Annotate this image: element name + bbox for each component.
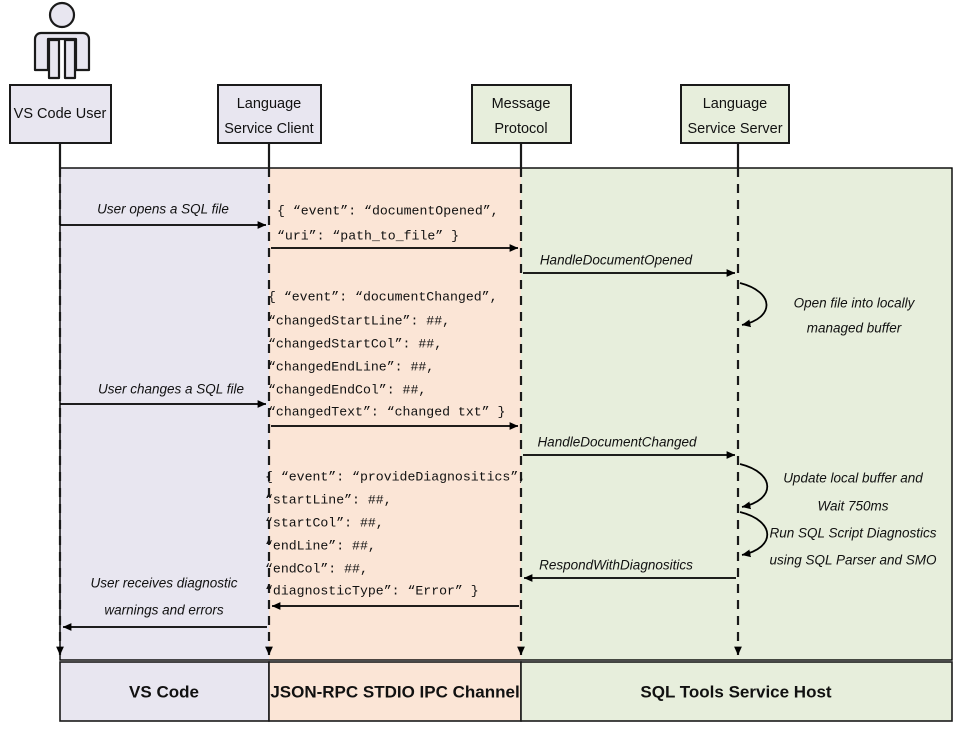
label-handle-document-changed: HandleDocumentChanged — [537, 435, 697, 450]
participant-box-vs-code-user[interactable] — [9, 84, 112, 144]
participant-label-message-protocol-line1: Message — [492, 96, 551, 112]
payload-document-opened-line-1: { “event”: “documentOpened”, — [277, 203, 499, 218]
payload-provide-diagnostics-line-5: “endCol”: ##, — [265, 561, 368, 576]
label-user-opens-sql-file: User opens a SQL file — [97, 202, 229, 217]
note-open-file-line1: Open file into locally — [794, 296, 916, 311]
participant-box-language-service-client[interactable] — [217, 84, 322, 144]
footer-cell-sql-tools-service-host[interactable] — [520, 661, 953, 722]
participant-label-vs-code-user: VS Code User — [14, 106, 107, 122]
footer-bar: VS Code JSON-RPC STDIO IPC Channel SQL T… — [59, 661, 953, 722]
selfloop-run-sql-diagnostics — [739, 511, 769, 558]
participant-label-message-protocol-line2: Protocol — [494, 121, 547, 137]
participant-box-message-protocol[interactable] — [471, 84, 572, 144]
note-open-file-line2: managed buffer — [807, 321, 902, 336]
participant-box-language-service-server[interactable] — [680, 84, 790, 144]
payload-provide-diagnostics-line-2: “startLine”: ##, — [265, 492, 392, 507]
band-ipc-channel — [269, 168, 521, 660]
label-respond-with-diagnostics: RespondWithDiagnositics — [539, 558, 693, 573]
footer-label-vs-code: VS Code — [129, 682, 199, 701]
participant-boxes: VS Code User Language Service Client Mes… — [9, 84, 790, 144]
payload-document-changed-line-6: “changedText”: “changed txt” } — [268, 404, 505, 419]
note-run-diagnostics-line2: using SQL Parser and SMO — [769, 553, 937, 568]
footer-label-sql-tools-service-host: SQL Tools Service Host — [640, 682, 831, 701]
band-vs-code — [60, 168, 269, 660]
footer-label-json-rpc-stdio-ipc-channel: JSON-RPC STDIO IPC Channel — [270, 682, 519, 701]
participant-label-language-service-server-line2: Service Server — [687, 121, 782, 137]
participant-label-language-service-client-line2: Service Client — [224, 121, 313, 137]
participant-label-language-service-client-line1: Language — [237, 96, 302, 112]
payload-document-changed-line-4: “changedEndLine”: ##, — [268, 359, 434, 374]
note-update-buffer-line2: Wait 750ms — [817, 499, 888, 514]
message-arrows: User opens a SQL file { “event”: “docume… — [60, 202, 937, 631]
payload-provide-diagnostics-line-3: “startCol”: ##, — [265, 515, 384, 530]
payload-document-changed-line-2: “changedStartLine”: ##, — [268, 313, 450, 328]
activation-bands — [59, 167, 953, 661]
selfloop-update-buffer-wait — [739, 463, 769, 510]
label-user-receives-line2: warnings and errors — [104, 603, 224, 618]
label-handle-document-opened: HandleDocumentOpened — [540, 253, 693, 268]
payload-provide-diagnostics-line-6: “diagnosticType”: “Error” } — [265, 583, 479, 598]
payload-document-changed-line-1: { “event”: “documentChanged”, — [268, 289, 498, 304]
payload-document-changed-line-3: “changedStartCol”: ##, — [268, 336, 442, 351]
band-service-host — [521, 168, 952, 660]
vs-code-user-actor — [33, 1, 91, 80]
footer-cell-vs-code[interactable] — [59, 661, 270, 722]
participant-label-language-service-server-line1: Language — [703, 96, 768, 112]
note-run-diagnostics-line1: Run SQL Script Diagnostics — [769, 526, 936, 541]
payload-document-opened-line-2: “uri”: “path_to_file” } — [277, 228, 459, 243]
payload-provide-diagnostics-line-1: { “event”: “provideDiagnositics”, — [265, 469, 526, 484]
note-update-buffer-line1: Update local buffer and — [783, 471, 923, 486]
payload-document-changed-line-5: “changedEndCol”: ##, — [268, 382, 426, 397]
lifelines — [56, 143, 742, 656]
label-user-receives-line1: User receives diagnostic — [90, 576, 237, 591]
selfloop-open-file-buffer — [739, 282, 768, 328]
payload-provide-diagnostics-line-4: “endLine”: ##, — [265, 538, 376, 553]
label-user-changes-sql-file: User changes a SQL file — [98, 382, 244, 397]
